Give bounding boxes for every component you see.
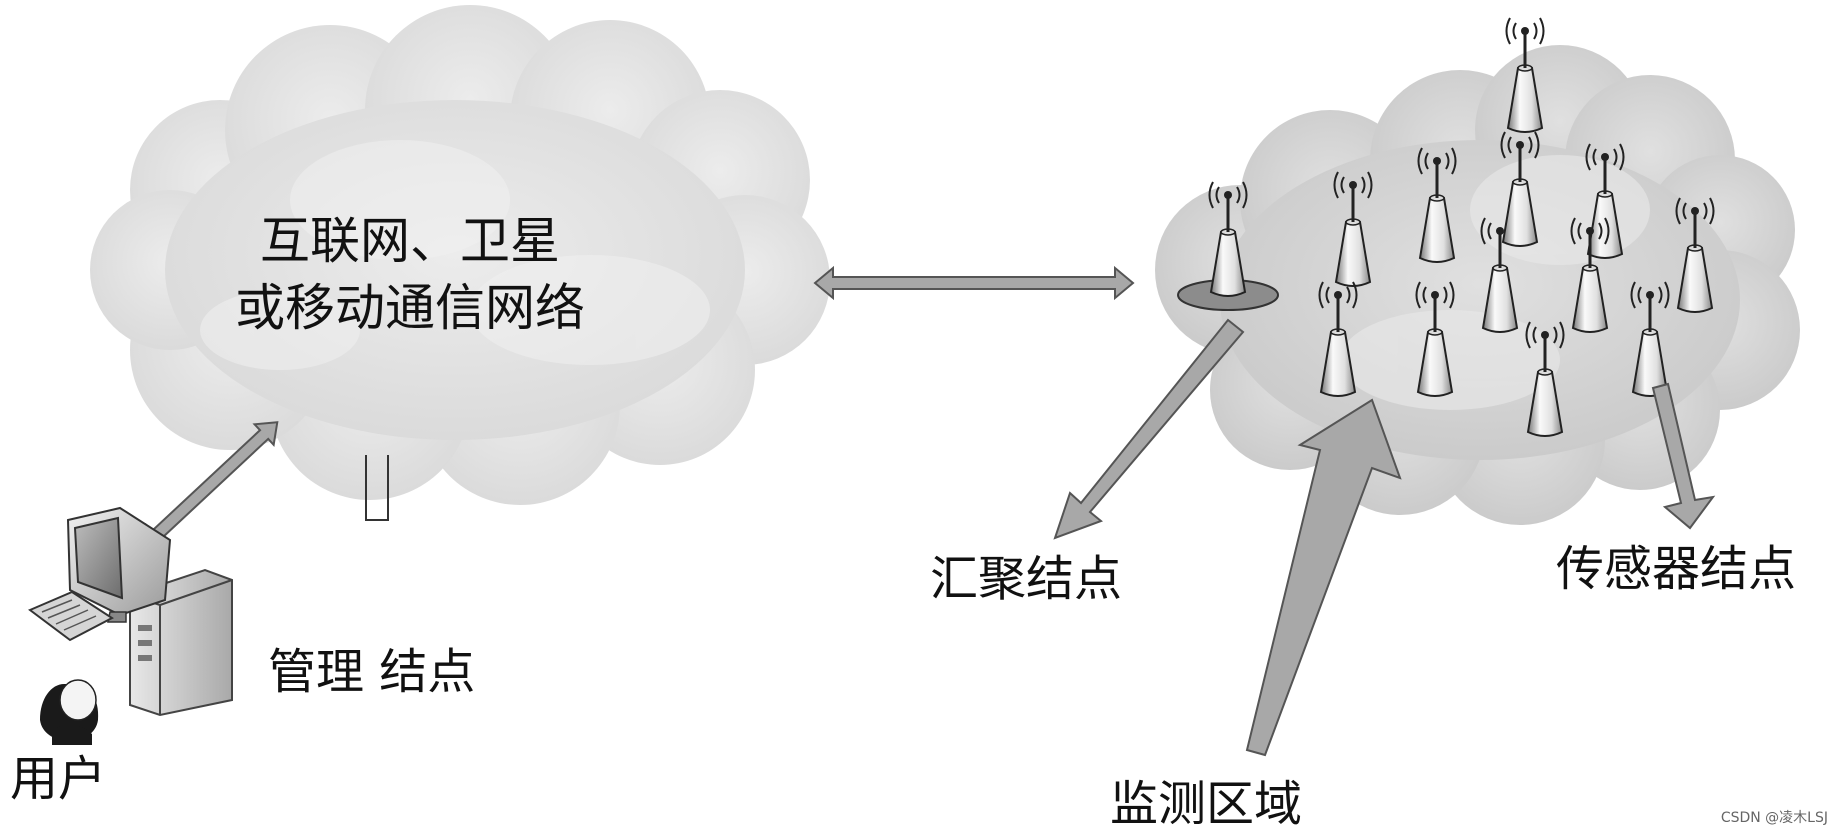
sensor-node-antenna [1417,147,1457,263]
management-node-computer [28,506,233,745]
sensor-node-antenna [1318,281,1358,397]
monitoring-area-pointer-arrow [1245,398,1402,757]
cloud-label-line1: 互联网、卫星 [260,212,560,270]
keyboard [28,590,114,642]
sink-node-antenna [1208,181,1248,297]
monitor [66,506,172,623]
user-label: 用户 [10,751,106,807]
sensor-node-pointer-arrow [1651,382,1716,530]
cloud-gap-marker [365,455,389,521]
sensor-field [1208,17,1715,437]
sensor-node-antenna [1570,217,1610,333]
link-double-arrow [813,265,1135,301]
monitoring-area-label: 监测区域 [1110,776,1302,832]
sensor-node-antenna [1585,143,1625,259]
sink-node-pointer-arrow [1053,318,1245,540]
sensor-node-antenna [1525,321,1565,437]
sink-node-label: 汇聚结点 [930,551,1122,607]
sensor-node-antenna [1505,17,1545,133]
user-avatar-icon [40,679,99,745]
sensor-node-label: 传感器结点 [1556,541,1796,597]
sensor-node-antenna [1675,197,1715,313]
network-cloud: 互联网、卫星 或移动通信网络 [90,5,830,521]
sensor-node-antenna [1500,131,1540,247]
sensor-node-antenna [1333,171,1373,287]
pc-tower [129,568,233,717]
management-node-label: 管理 结点 [268,644,475,700]
cloud-label-line2: 或移动通信网络 [235,279,585,337]
watermark: CSDN @凌木LSJ [1721,810,1828,826]
sensor-node-antenna [1415,281,1455,397]
sensor-node-antenna [1630,281,1670,397]
